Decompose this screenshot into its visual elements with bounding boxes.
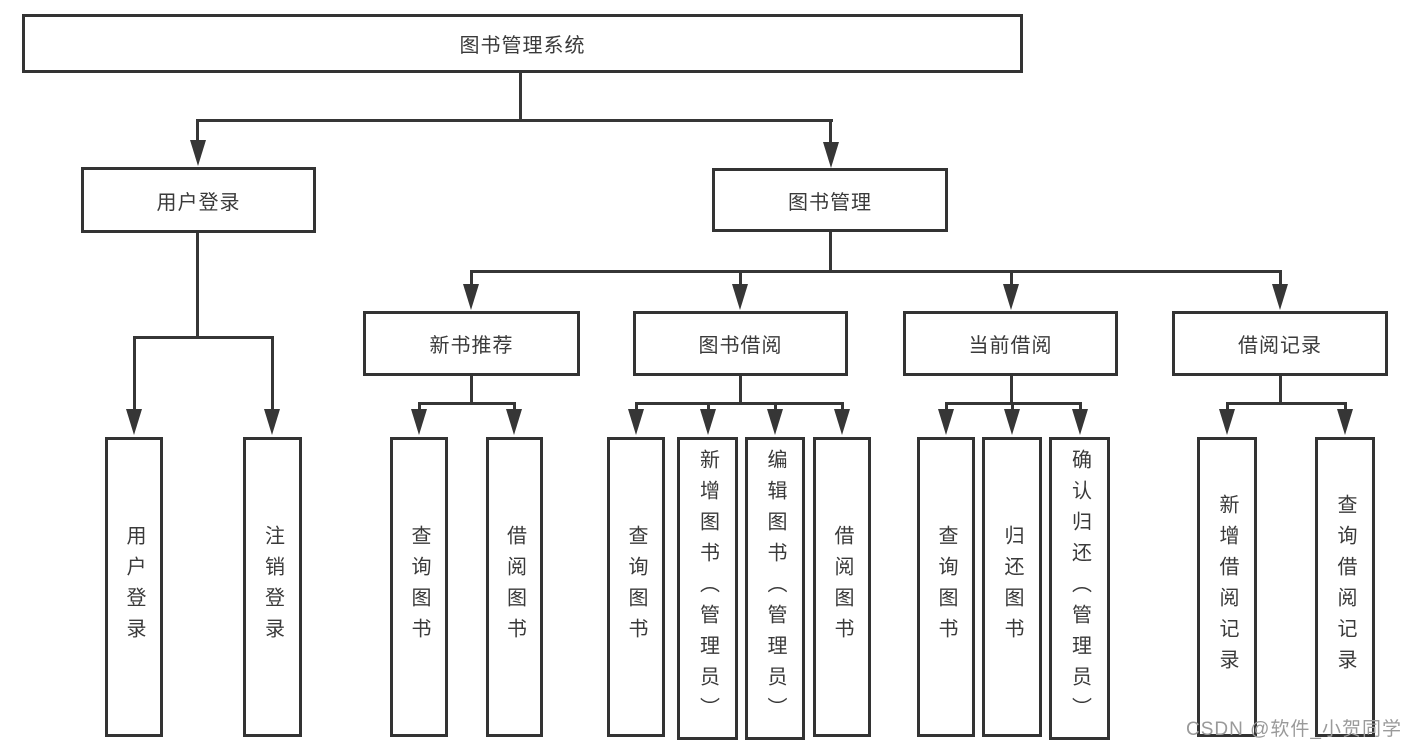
node-new-book-recommendation: 新书推荐	[363, 311, 580, 376]
connector-line	[133, 336, 274, 339]
node-borrowing-records: 借阅记录	[1172, 311, 1388, 376]
connector-arrowhead-icon	[411, 409, 427, 435]
connector-arrowhead-icon	[1072, 409, 1088, 435]
connector-line	[1279, 270, 1282, 285]
connector-line	[513, 402, 516, 411]
node-library-management-system: 图书管理系统	[22, 14, 1023, 73]
node-leaf-add-books-admin: 新增图书（管理员）	[677, 437, 738, 740]
connector-line	[1010, 376, 1013, 405]
connector-arrowhead-icon	[834, 409, 850, 435]
connector-line	[196, 119, 199, 142]
connector-line	[519, 72, 522, 120]
connector-line	[774, 402, 777, 411]
connector-line	[739, 270, 742, 285]
watermark: CSDN @软件_小贺同学	[1186, 719, 1402, 740]
connector-arrowhead-icon	[264, 409, 280, 435]
connector-line	[635, 402, 844, 405]
connector-arrowhead-icon	[506, 409, 522, 435]
connector-line	[470, 270, 473, 285]
connector-line	[418, 402, 421, 411]
connector-line	[196, 119, 833, 122]
connector-line	[707, 402, 710, 411]
node-leaf-logout: 注销登录	[243, 437, 302, 737]
node-leaf-query-books-3: 查询图书	[917, 437, 975, 737]
connector-line	[841, 402, 844, 411]
node-user-login: 用户登录	[81, 167, 316, 233]
connector-line	[1279, 376, 1282, 405]
node-leaf-query-books-1: 查询图书	[390, 437, 448, 737]
connector-line	[829, 119, 832, 143]
connector-arrowhead-icon	[1219, 409, 1235, 435]
connector-line	[1010, 270, 1013, 285]
node-leaf-user-login: 用户登录	[105, 437, 163, 737]
connector-arrowhead-icon	[1272, 284, 1288, 310]
connector-line	[1011, 402, 1014, 411]
node-leaf-query-books-2: 查询图书	[607, 437, 665, 737]
connector-arrowhead-icon	[1004, 409, 1020, 435]
connector-line	[470, 376, 473, 405]
connector-line	[470, 270, 1281, 273]
node-leaf-edit-books-admin: 编辑图书（管理员）	[745, 437, 805, 740]
connector-arrowhead-icon	[1003, 284, 1019, 310]
node-leaf-confirm-return-admin: 确认归还（管理员）	[1049, 437, 1110, 740]
node-book-management: 图书管理	[712, 168, 948, 232]
connector-line	[1344, 402, 1347, 411]
connector-arrowhead-icon	[700, 409, 716, 435]
node-leaf-borrow-books-2: 借阅图书	[813, 437, 871, 737]
node-leaf-borrow-books-1: 借阅图书	[486, 437, 543, 737]
connector-line	[1079, 402, 1082, 411]
connector-arrowhead-icon	[628, 409, 644, 435]
connector-line	[133, 336, 136, 410]
connector-arrowhead-icon	[767, 409, 783, 435]
connector-arrowhead-icon	[1337, 409, 1353, 435]
connector-line	[829, 232, 832, 273]
connector-arrowhead-icon	[732, 284, 748, 310]
node-current-borrowing: 当前借阅	[903, 311, 1118, 376]
node-leaf-add-borrow-record: 新增借阅记录	[1197, 437, 1257, 737]
connector-arrowhead-icon	[190, 140, 206, 166]
connector-line	[271, 336, 274, 410]
connector-line	[635, 402, 638, 411]
connector-arrowhead-icon	[938, 409, 954, 435]
connector-arrowhead-icon	[463, 284, 479, 310]
node-leaf-return-books: 归还图书	[982, 437, 1042, 737]
node-leaf-query-borrow-record: 查询借阅记录	[1315, 437, 1375, 737]
node-book-borrowing: 图书借阅	[633, 311, 848, 376]
connector-arrowhead-icon	[126, 409, 142, 435]
connector-line	[196, 233, 199, 339]
connector-line	[418, 402, 516, 405]
connector-line	[945, 402, 948, 411]
connector-line	[739, 376, 742, 405]
connector-line	[1226, 402, 1346, 405]
connector-arrowhead-icon	[823, 142, 839, 168]
connector-line	[1226, 402, 1229, 411]
